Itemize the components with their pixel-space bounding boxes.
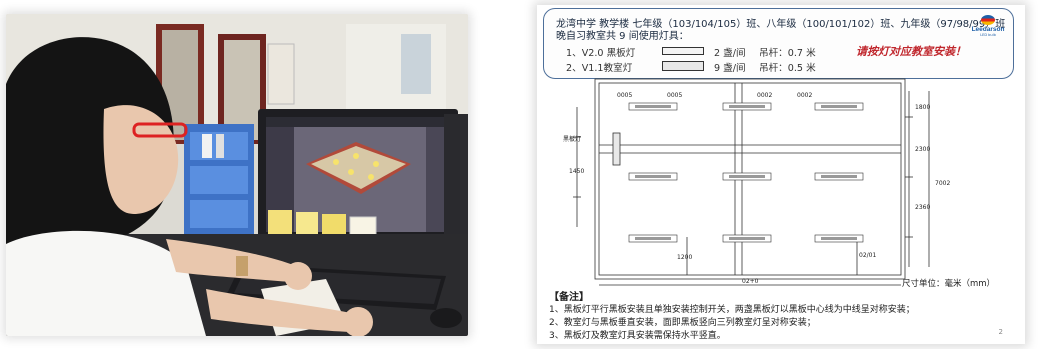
floor-plan: 0005 0005 0002 0002 黑板灯 1450 2300 2360 7… [563,78,950,286]
classroom-lamp-icon [662,61,704,71]
item-1: 1、V2.0 黑板灯 [566,45,635,59]
remark-2: 2、教室灯与黑板垂直安装，面即黑板竖向三列教室灯呈对称安装； [549,318,816,328]
header-line1: 龙湾中学 教学楼 七年级（103/104/105）班、八年级（100/101/1… [556,19,1006,30]
item-2-num: 2、 [566,63,582,74]
lighting-install-sheet: 龙湾中学 教学楼 七年级（103/104/105）班、八年级（100/101/1… [537,5,1025,344]
dim-bottom-right: 02/01 [859,252,876,259]
item-1-num: 1、 [566,48,582,59]
logo-name: Leedarson [971,26,1005,33]
lamp-label-1: 0005 [617,92,632,99]
blackboard-lamp-1 [612,132,621,166]
remarks: 【备注】 1、黑板灯平行黑板安装且单独安装控制开关，两盏黑板灯以黑板中心线为中线… [549,291,915,343]
header-box: 龙湾中学 教学楼 七年级（103/104/105）班、八年级（100/101/1… [543,8,1014,79]
logo-circle-icon [981,15,995,25]
dim-right-total: 7002 [935,180,950,187]
dim-bottom: 02+0 [742,278,759,285]
logo-sub: LED bulb [980,33,996,37]
item-2-hang: 吊杆：0.5 米 [759,63,816,74]
dim-right-top: 1800 [915,104,930,111]
remarks-title: 【备注】 [549,292,589,303]
blackboard-lamp-icon [662,47,704,55]
classroom-photo [6,14,468,336]
remark-1: 1、黑板灯平行黑板安装且单独安装控制开关，两盏黑板灯以黑板中心线为中线呈对称安装… [549,305,915,315]
item-2: 2、V1.1教室灯 [566,60,632,74]
install-note: 请按灯对应教室安装！ [856,45,966,58]
item-1-qty: 2 盏/间 [714,48,746,59]
board-label: 黑板灯 [563,135,581,143]
item-1-hang: 吊杆：0.7 米 [759,48,816,59]
dim-bottom-left: 1200 [677,254,692,261]
dim-left: 1450 [569,168,584,175]
header-line2: 晚自习教室共 9 间使用灯具： [556,31,689,42]
lamp-label-3: 0002 [757,92,772,99]
item-2-qty: 9 盏/间 [714,63,746,74]
dim-right-a: 2300 [915,146,930,153]
dim-right-b: 2360 [915,204,930,211]
photo-illustration [6,14,468,336]
remark-3: 3、黑板灯及教室灯具安装需保持水平竖直。 [549,331,726,341]
item-2-name: V1.1教室灯 [581,63,633,74]
lamp-label-2: 0005 [667,92,682,99]
leedarson-logo: Leedarson LED bulb [971,15,1005,37]
lamp-label-4: 0002 [797,92,812,99]
unit-label: 尺寸单位：毫米（mm） [902,279,996,289]
page-number: 2 [998,328,1003,336]
item-1-name: V2.0 黑板灯 [581,48,636,59]
